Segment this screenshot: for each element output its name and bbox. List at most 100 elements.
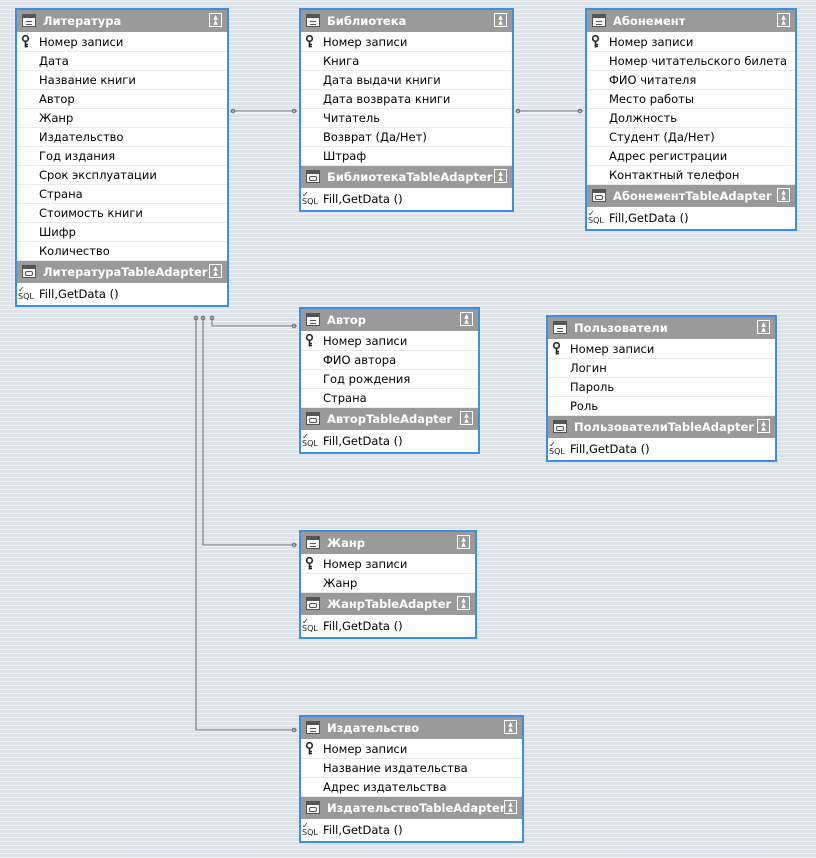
column-row[interactable]: Логин	[548, 359, 775, 378]
column-row[interactable]: Номер читательского билета	[587, 52, 795, 71]
column-row[interactable]: Номер записи	[301, 332, 478, 351]
table-header[interactable]: Абонемент	[587, 10, 795, 32]
column-row[interactable]: Название издательства	[301, 759, 522, 778]
column-row[interactable]: ФИО автора	[301, 351, 478, 370]
column-row[interactable]: Пароль	[548, 378, 775, 397]
collapse-icon[interactable]	[757, 320, 770, 334]
table-header[interactable]: Автор	[301, 309, 478, 331]
column-row[interactable]: Возврат (Да/Нет)	[301, 128, 512, 147]
column-row[interactable]: Номер записи	[301, 740, 522, 759]
column-row[interactable]: Номер записи	[548, 340, 775, 359]
collapse-icon[interactable]	[504, 720, 517, 734]
column-name: Пароль	[570, 380, 615, 394]
column-row[interactable]: Количество	[17, 242, 227, 261]
column-row[interactable]: Дата возврата книги	[301, 90, 512, 109]
table-header[interactable]: Жанр	[301, 532, 475, 554]
table-adapter-title: ЖанрTableAdapter	[327, 597, 452, 611]
column-row[interactable]: Штраф	[301, 147, 512, 166]
collapse-icon[interactable]	[494, 169, 507, 183]
column-name: Количество	[39, 244, 110, 258]
column-row[interactable]: Контактный телефон	[587, 166, 795, 185]
collapse-icon[interactable]	[777, 13, 790, 27]
collapse-icon[interactable]	[494, 13, 507, 27]
column-row[interactable]: Роль	[548, 397, 775, 416]
table-icon	[592, 14, 606, 27]
column-row[interactable]: Дата	[17, 52, 227, 71]
table-zhanr[interactable]: ЖанрНомер записиЖанрЖанрTableAdapterSQLF…	[299, 530, 477, 639]
table-adapter-header[interactable]: БиблиотекаTableAdapter	[301, 166, 512, 188]
column-row[interactable]: Адрес регистрации	[587, 147, 795, 166]
column-name: Книга	[323, 54, 360, 68]
column-row[interactable]: Срок эксплуатации	[17, 166, 227, 185]
relation-literatura-izdatelstvo[interactable]	[195, 316, 297, 731]
table-adapter-header[interactable]: ИздательствоTableAdapter	[301, 797, 522, 819]
column-row[interactable]: Страна	[17, 185, 227, 204]
column-row[interactable]: Год рождения	[301, 370, 478, 389]
column-name: Шифр	[39, 225, 76, 239]
table-header[interactable]: Литература	[17, 10, 227, 32]
table-adapter-header[interactable]: ЖанрTableAdapter	[301, 593, 475, 615]
table-polzovateli[interactable]: ПользователиНомер записиЛогинПарольРольП…	[546, 315, 777, 462]
collapse-icon[interactable]	[460, 411, 473, 425]
column-row[interactable]: Издательство	[17, 128, 227, 147]
column-row[interactable]: Автор	[17, 90, 227, 109]
collapse-icon[interactable]	[504, 800, 517, 814]
many-end-marker	[291, 323, 297, 329]
column-name: Номер записи	[323, 35, 408, 49]
column-row[interactable]: Место работы	[587, 90, 795, 109]
table-header[interactable]: Библиотека	[301, 10, 512, 32]
collapse-icon[interactable]	[457, 535, 470, 549]
column-row[interactable]: Номер записи	[587, 33, 795, 52]
relation-literatura-avtor[interactable]	[211, 316, 297, 327]
column-row[interactable]: Шифр	[17, 223, 227, 242]
table-adapter-header[interactable]: ПользователиTableAdapter	[548, 416, 775, 438]
table-adapter-header[interactable]: АвторTableAdapter	[301, 408, 478, 430]
column-row[interactable]: Дата выдачи книги	[301, 71, 512, 90]
column-name: Жанр	[39, 111, 74, 125]
column-row[interactable]: Жанр	[17, 109, 227, 128]
column-row[interactable]: Страна	[301, 389, 478, 408]
collapse-icon[interactable]	[457, 596, 470, 610]
column-row[interactable]: Адрес издательства	[301, 778, 522, 797]
column-row[interactable]: Студент (Да/Нет)	[587, 128, 795, 147]
column-row[interactable]: Номер записи	[301, 555, 475, 574]
column-row[interactable]: Номер записи	[17, 33, 227, 52]
collapse-icon[interactable]	[209, 264, 222, 278]
sql-method-icon: SQL	[588, 210, 604, 225]
column-row[interactable]: Название книги	[17, 71, 227, 90]
collapse-icon[interactable]	[757, 419, 770, 433]
collapse-icon[interactable]	[777, 188, 790, 202]
collapse-icon[interactable]	[460, 312, 473, 326]
primary-key-icon	[305, 333, 314, 353]
column-row[interactable]: ФИО читателя	[587, 71, 795, 90]
column-row[interactable]: Год издания	[17, 147, 227, 166]
table-header[interactable]: Издательство	[301, 717, 522, 739]
column-row[interactable]: Жанр	[301, 574, 475, 593]
column-row[interactable]: Номер записи	[301, 33, 512, 52]
column-row[interactable]: Стоимость книги	[17, 204, 227, 223]
sql-method-icon: SQL	[302, 822, 318, 837]
column-name: Студент (Да/Нет)	[609, 130, 715, 144]
table-adapter-header[interactable]: ЛитератураTableAdapter	[17, 261, 227, 283]
collapse-icon[interactable]	[209, 13, 222, 27]
relation-literatura-zhanr[interactable]	[202, 316, 297, 546]
table-adapter-header[interactable]: АбонементTableAdapter	[587, 185, 795, 207]
table-title: Издательство	[327, 721, 420, 735]
column-row[interactable]: Читатель	[301, 109, 512, 128]
column-row[interactable]: Книга	[301, 52, 512, 71]
column-row[interactable]: Должность	[587, 109, 795, 128]
table-header[interactable]: Пользователи	[548, 317, 775, 339]
